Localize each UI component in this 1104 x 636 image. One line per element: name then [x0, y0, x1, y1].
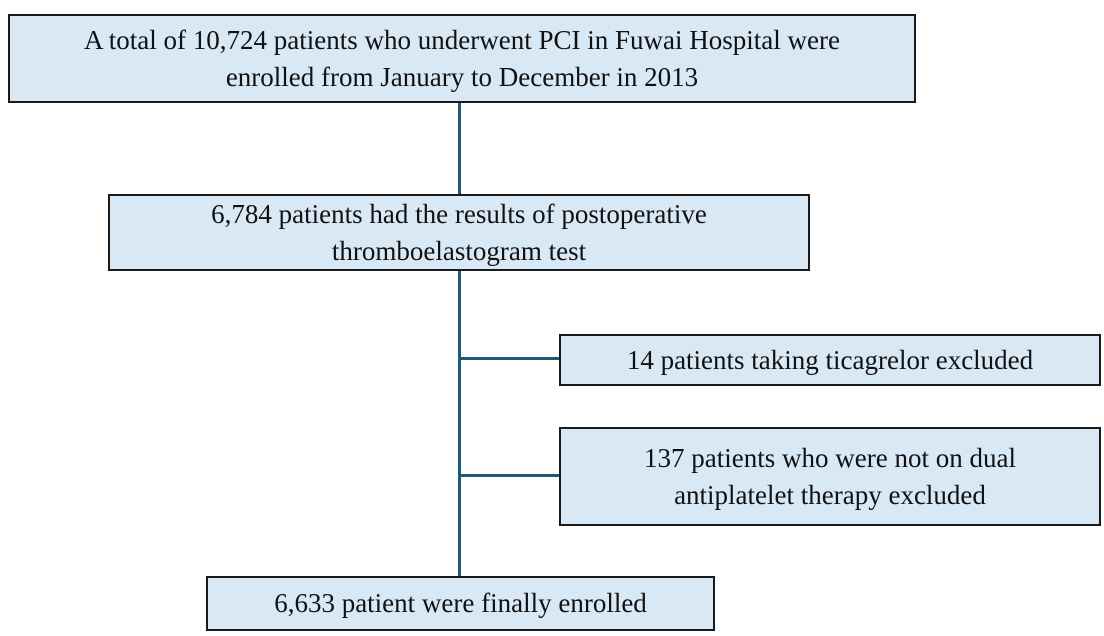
- teg-results-box: 6,784 patients had the results of postop…: [108, 194, 810, 271]
- connector-main-trunk: [458, 269, 461, 577]
- enrolled-total-text-line1: A total of 10,724 patients who underwent…: [84, 24, 840, 55]
- connector-branch-no-dapt: [458, 474, 561, 477]
- enrolled-total-box: A total of 10,724 patients who underwent…: [8, 14, 916, 103]
- final-enrolled-text: 6,633 patient were finally enrolled: [274, 588, 647, 618]
- exclusion-no-dapt-box: 137 patients who were not on dual antipl…: [559, 427, 1101, 526]
- connector-top: [458, 102, 461, 195]
- exclusion-no-dapt-text-line1: 137 patients who were not on dual: [644, 442, 1016, 473]
- exclusion-no-dapt-text-line2: antiplatelet therapy excluded: [674, 479, 986, 510]
- final-enrolled-box: 6,633 patient were finally enrolled: [206, 576, 715, 631]
- teg-results-text-line1: 6,784 patients had the results of postop…: [211, 198, 707, 229]
- connector-branch-ticagrelor: [458, 357, 561, 360]
- exclusion-ticagrelor-box: 14 patients taking ticagrelor excluded: [559, 334, 1101, 386]
- exclusion-ticagrelor-text: 14 patients taking ticagrelor excluded: [626, 344, 1034, 375]
- teg-results-text-line2: thromboelastogram test: [331, 235, 587, 266]
- enrolled-total-text-line2: enrolled from January to December in 201…: [225, 61, 699, 92]
